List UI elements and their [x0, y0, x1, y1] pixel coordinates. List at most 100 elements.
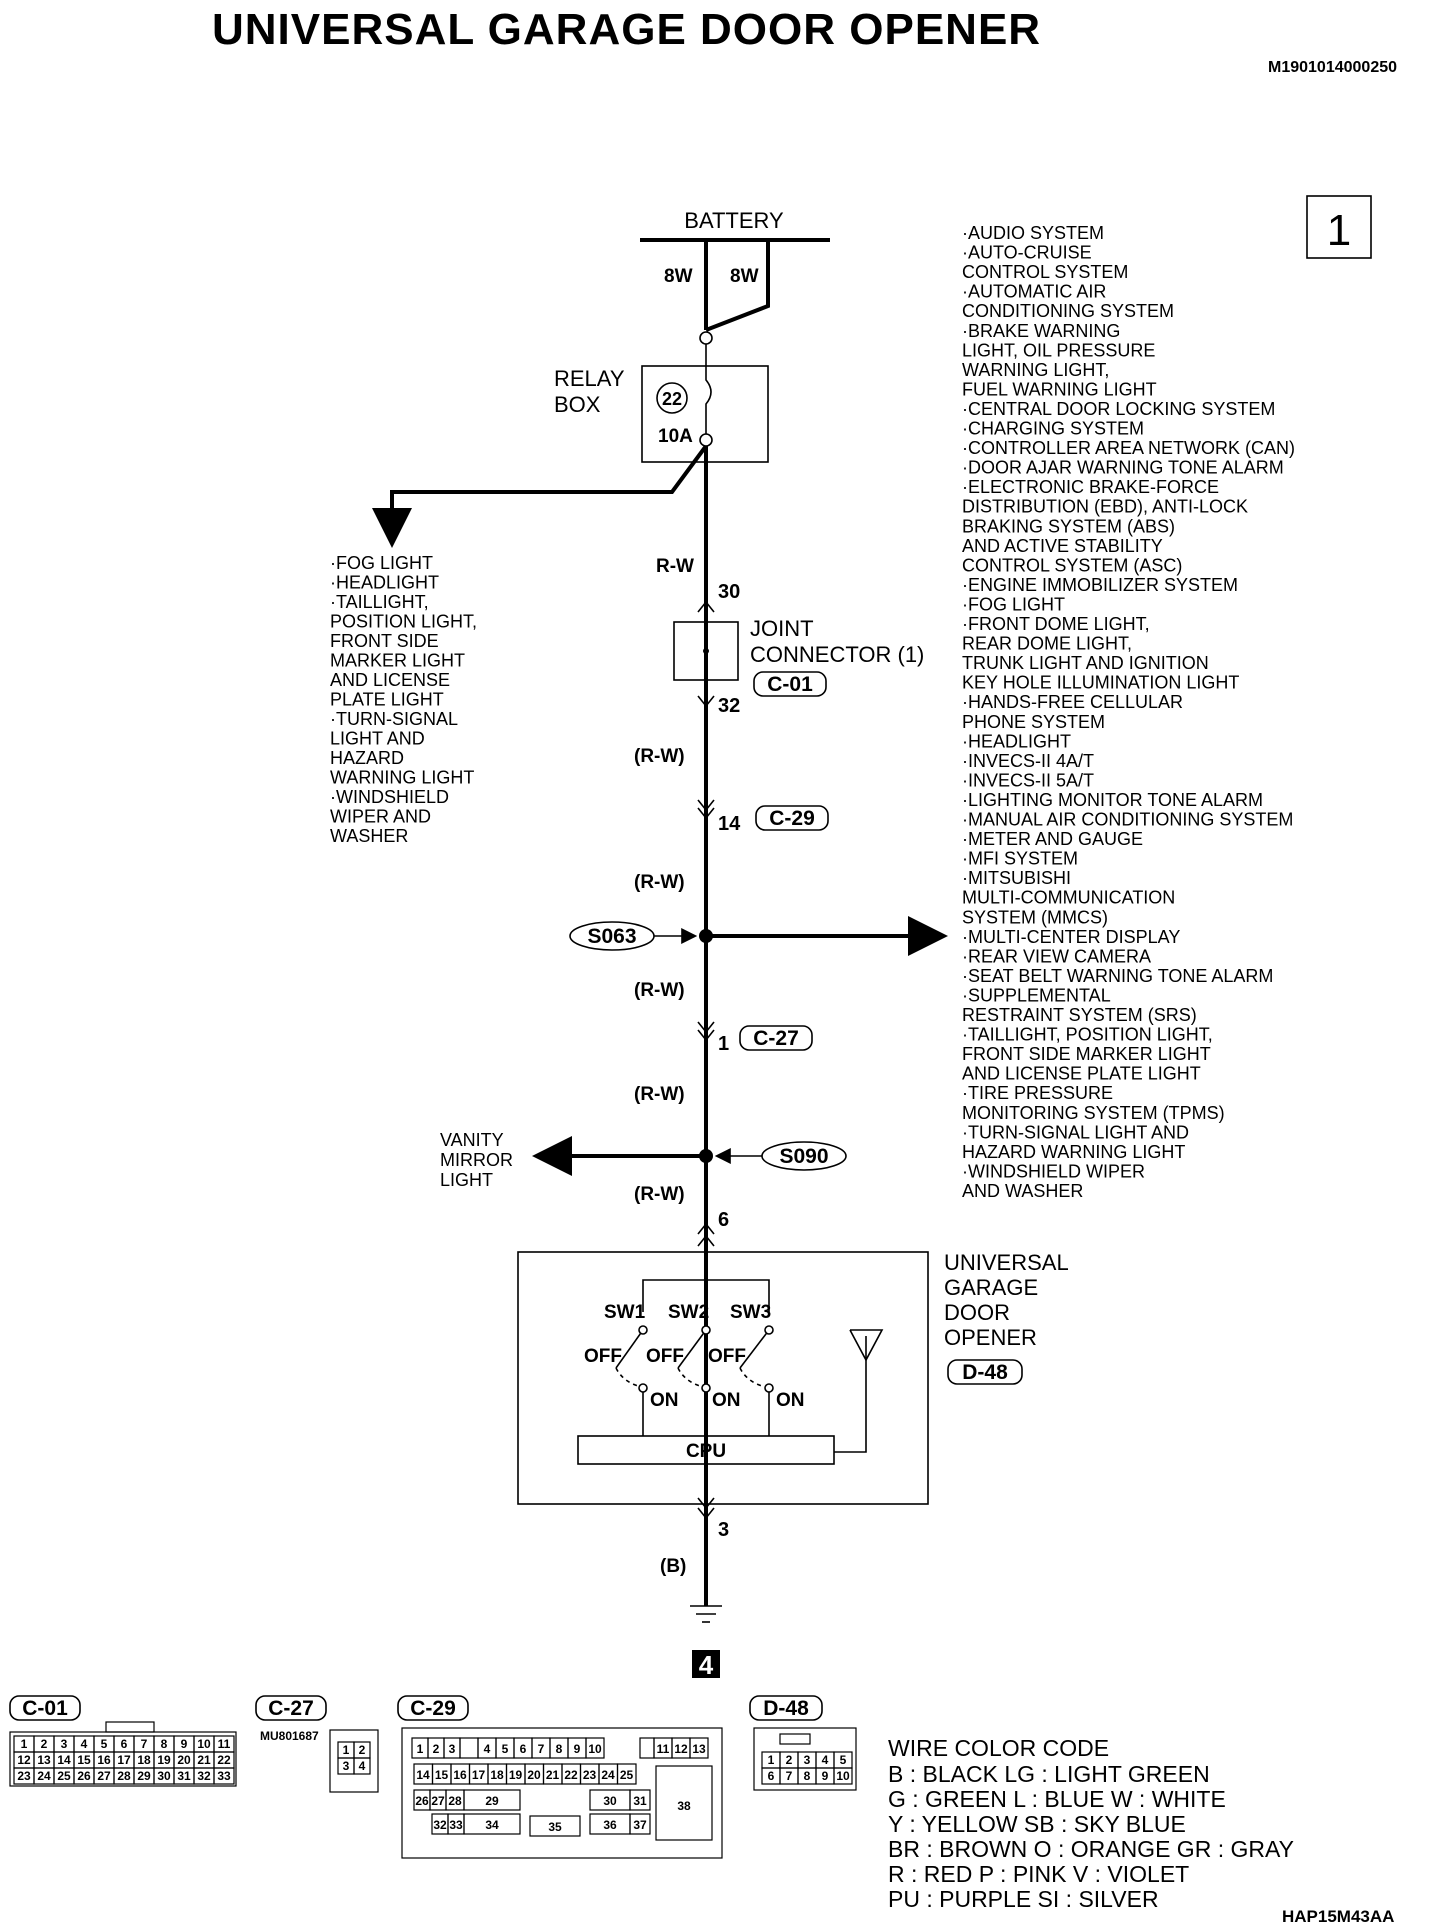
left-list-item: ·HEADLIGHT: [330, 573, 439, 593]
c01-pin-number: 7: [141, 1737, 148, 1751]
joint-connector-label-2: CONNECTOR (1): [750, 642, 924, 667]
left-list-item: ·FOG LIGHT: [330, 553, 433, 573]
connector-tag-c01: [753, 671, 827, 697]
right-list-item: ·TAILLIGHT, POSITION LIGHT,: [962, 1025, 1213, 1045]
d48-key: [779, 1733, 811, 1745]
battery-wire-right: [705, 240, 770, 332]
right-list-item: ·ENGINE IMMOBILIZER SYSTEM: [962, 575, 1238, 595]
fuse-element: [705, 344, 712, 434]
left-list-item: PLATE LIGHT: [330, 690, 444, 710]
c29-pin-number: 29: [485, 1794, 499, 1808]
c29-pin-cell: [463, 1789, 521, 1811]
c01-pin-number: 28: [117, 1769, 131, 1783]
right-list-item: ·SUPPLEMENTAL: [962, 985, 1111, 1005]
c29-pin-number: 36: [603, 1818, 617, 1832]
right-list-item: BRAKING SYSTEM (ABS): [962, 516, 1175, 536]
d48-housing: [753, 1727, 857, 1791]
c01-pin-number: 20: [177, 1753, 191, 1767]
right-list-item: AND WASHER: [962, 1181, 1083, 1201]
switch-bus: [642, 1279, 770, 1312]
c01-pin-number: 26: [77, 1769, 91, 1783]
switches: [615, 1329, 771, 1436]
left-list-item: MARKER LIGHT: [330, 651, 465, 671]
c01-pin-number: 1: [21, 1737, 28, 1751]
sw3-on-label: ON: [776, 1390, 805, 1411]
c01-pin-number: 2: [41, 1737, 48, 1751]
relay-box-label-2: BOX: [554, 392, 601, 417]
connector-tag-d48-text: D-48: [962, 1361, 1008, 1384]
c29-pin-number: 34: [485, 1818, 499, 1832]
c01-pin-number: 23: [17, 1769, 31, 1783]
left-list-item: ·TURN-SIGNAL: [330, 709, 458, 729]
wire-color-code-title: WIRE COLOR CODE: [888, 1735, 1109, 1761]
antenna-icon: [849, 1329, 884, 1362]
pin-30: 30: [718, 581, 740, 603]
right-list-item: MONITORING SYSTEM (TPMS): [962, 1103, 1225, 1123]
wire-color-code-line: G : GREEN L : BLUE W : WHITE: [888, 1786, 1226, 1812]
right-list-item: HAZARD WARNING LIGHT: [962, 1142, 1185, 1162]
d48-pin-number: 4: [822, 1753, 829, 1767]
connector-chevrons: [697, 600, 715, 1520]
right-list-item: ·MULTI-CENTER DISPLAY: [962, 927, 1180, 947]
c29-pin-number: 28: [448, 1794, 462, 1808]
connector-view-tag-c29: [397, 1695, 469, 1721]
c01-pin-number: 24: [37, 1769, 51, 1783]
c29-pin-number: 23: [583, 1768, 597, 1782]
switch-contacts: [638, 1325, 774, 1393]
connector-view-tag-d48-text: D-48: [763, 1697, 809, 1720]
connector-tag-c27-text: C-27: [753, 1027, 799, 1050]
page-index-box: [1306, 195, 1372, 259]
c01-pin-number: 14: [57, 1753, 71, 1767]
c29-pin-number: 32: [433, 1818, 447, 1832]
right-list-item: ·MANUAL AIR CONDITIONING SYSTEM: [962, 810, 1293, 830]
c29-pin-number: 33: [449, 1818, 463, 1832]
sw1-off-label: OFF: [584, 1346, 622, 1367]
left-list-item: WARNING LIGHT: [330, 768, 474, 788]
c29-pin-cell: [629, 1789, 651, 1811]
footer-code: HAP15M43AA: [1282, 1907, 1394, 1926]
wire-label-b: (B): [660, 1556, 686, 1577]
c01-pin-number: 32: [197, 1769, 211, 1783]
right-list-item: FRONT SIDE MARKER LIGHT: [962, 1044, 1211, 1064]
c29-pin-number: 3: [449, 1742, 456, 1756]
c27-part-number: MU801687: [260, 1729, 319, 1743]
left-branch-wire: [372, 444, 708, 548]
ground-point-box: [692, 1650, 720, 1678]
c29-pin-number: 18: [490, 1768, 504, 1782]
connector-tag-d48: [947, 1359, 1023, 1385]
c29-pin-number: 31: [633, 1794, 647, 1808]
right-list-item: AND ACTIVE STABILITY: [962, 536, 1163, 556]
d48-pin-number: 9: [822, 1769, 829, 1783]
right-list-item: ·REAR VIEW CAMERA: [962, 946, 1151, 966]
cpu-label: CPU: [686, 1441, 726, 1462]
right-list-item: CONDITIONING SYSTEM: [962, 301, 1174, 321]
c01-pin-cell: [213, 1767, 235, 1785]
c29-pin-number: 22: [564, 1768, 578, 1782]
right-list-item: ·CHARGING SYSTEM: [962, 419, 1144, 439]
page-index-number: 1: [1327, 206, 1351, 255]
connector-view-tag-c29-text: C-29: [410, 1697, 456, 1720]
sw2-on-label: ON: [712, 1390, 741, 1411]
left-list-item: WASHER: [330, 826, 408, 846]
ground-point-number: 4: [699, 1650, 714, 1680]
right-list-item: ·DOOR AJAR WARNING TONE ALARM: [962, 458, 1284, 478]
right-list-item: AND LICENSE PLATE LIGHT: [962, 1064, 1201, 1084]
c01-pin-number: 29: [137, 1769, 151, 1783]
c01-pin-number: 11: [218, 1737, 231, 1751]
c29-pin-number: 37: [633, 1818, 647, 1832]
joint-connector-node: [703, 648, 709, 654]
sw1-label: SW1: [604, 1302, 646, 1323]
fuse-number-circle: [656, 382, 688, 414]
c01-pin-number: 9: [181, 1737, 188, 1751]
c29-pin-number: 11: [657, 1742, 670, 1756]
right-list-item: ·AUTO-CRUISE: [962, 243, 1092, 263]
page-title: UNIVERSAL GARAGE DOOR OPENER: [212, 5, 1041, 54]
c01-pin-number: 33: [217, 1769, 231, 1783]
c29-pin-cell: [463, 1813, 521, 1835]
fuse-terminal-top: [699, 331, 713, 345]
left-list-item: AND LICENSE: [330, 670, 450, 690]
wire-label-rw-3: (R-W): [634, 872, 685, 893]
